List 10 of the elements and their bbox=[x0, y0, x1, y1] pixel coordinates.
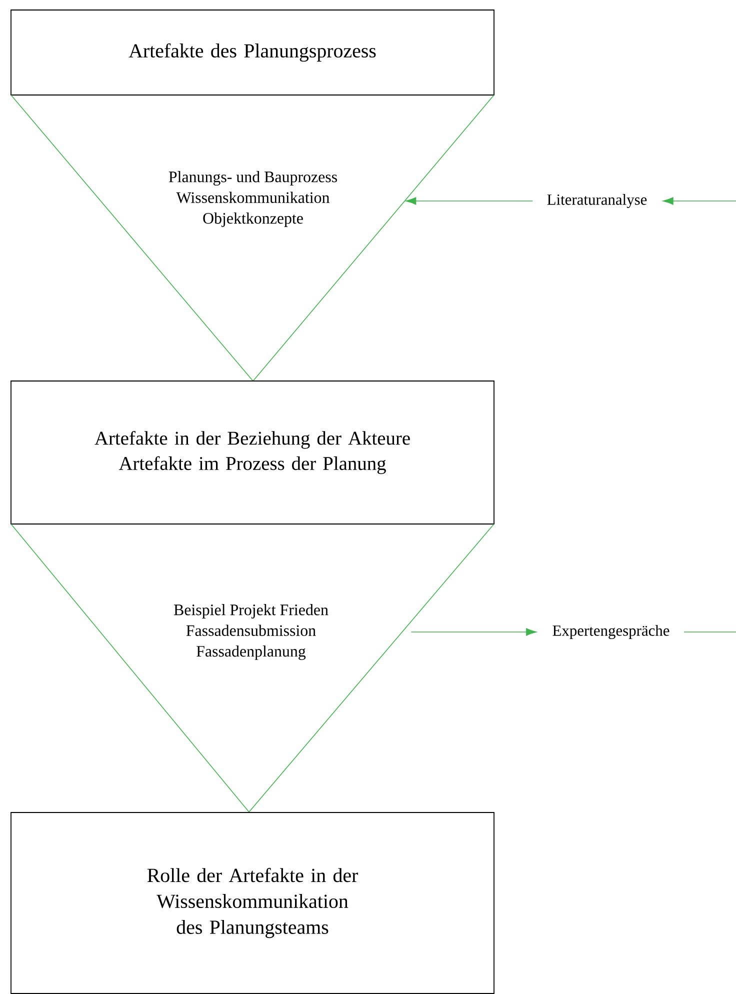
method-label: Expertengespräche bbox=[552, 624, 670, 640]
funnel-text: Beispiel Projekt Frieden Fassadensubmission Fassadenplanung bbox=[174, 604, 328, 660]
arrow bbox=[410, 628, 537, 636]
method-label: Literaturanalyse bbox=[547, 194, 647, 208]
funnel-text: Planungs- und Bauprozess Wissenskommunikation Objektkonzepte bbox=[168, 171, 337, 227]
arrow bbox=[406, 197, 534, 205]
text-box: Artefakte in der Beziehung der Akteure Artefakte im Prozess der Planung bbox=[10, 380, 494, 524]
arrow bbox=[662, 197, 736, 205]
text-box: Rolle der Artefakte in der Wissenskommunikation des Planungsteams bbox=[10, 812, 494, 994]
text-box: Artefakte des Planungsprozess bbox=[10, 10, 494, 96]
